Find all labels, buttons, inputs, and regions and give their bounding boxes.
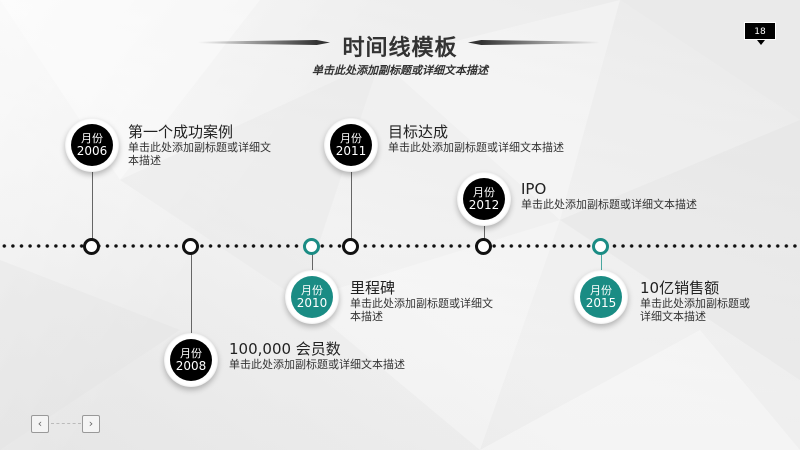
event-2008: 100,000 会员数 单击此处添加副标题或详细文本描述 [229, 340, 469, 371]
connector-2006 [92, 170, 93, 240]
year-badge-2010: 月份 2010 [285, 270, 339, 324]
year-badge-2015: 月份 2015 [574, 270, 628, 324]
event-desc-line1: 单击此处添加副标题或 [640, 297, 750, 310]
month-label: 月份 [340, 132, 362, 145]
title-decoration-left [198, 40, 330, 45]
next-slide-button[interactable]: › [82, 415, 100, 433]
event-title: 10亿销售额 [640, 279, 720, 297]
page-subtitle: 单击此处添加副标题或详细文本描述 [312, 64, 488, 77]
event-title: 目标达成 [388, 123, 449, 141]
prev-slide-button[interactable]: ‹ [31, 415, 49, 433]
timeline-node-2011[interactable] [342, 238, 359, 255]
event-title: 里程碑 [350, 279, 396, 297]
event-2015: 10亿销售额 单击此处添加副标题或 详细文本描述 [640, 279, 790, 323]
event-desc-line2: 本描述 [350, 310, 383, 323]
chevron-left-icon: ‹ [37, 417, 43, 430]
connector-2011 [351, 170, 352, 240]
year-label: 2011 [335, 144, 367, 158]
nav-divider [51, 423, 81, 424]
event-2011: 目标达成 单击此处添加副标题或详细文本描述 [388, 123, 628, 154]
year-label: 2010 [296, 296, 328, 310]
connector-2015 [601, 254, 602, 270]
event-2010: 里程碑 单击此处添加副标题或详细文 本描述 [350, 279, 530, 323]
event-desc-line1: 单击此处添加副标题或详细文 [350, 297, 493, 310]
event-title: IPO [521, 180, 547, 198]
page-title: 时间线模板 [342, 36, 458, 61]
month-label: 月份 [590, 284, 612, 297]
month-label: 月份 [180, 347, 202, 360]
year-label: 2008 [175, 359, 207, 373]
page-number-badge: 18 [744, 22, 776, 45]
month-label: 月份 [473, 186, 495, 199]
chevron-right-icon: › [88, 417, 94, 430]
year-badge-2012: 月份 2012 [457, 172, 511, 226]
connector-2008 [191, 254, 192, 340]
year-badge-2008: 月份 2008 [164, 333, 218, 387]
timeline-node-2012[interactable] [475, 238, 492, 255]
timeline-node-2010[interactable] [303, 238, 320, 255]
event-desc-line1: 单击此处添加副标题或详细文本描述 [521, 198, 697, 211]
month-label: 月份 [81, 132, 103, 145]
event-title: 第一个成功案例 [128, 123, 234, 141]
timeline-dotted-line [0, 244, 800, 248]
timeline-node-2006[interactable] [83, 238, 100, 255]
event-2006: 第一个成功案例 单击此处添加副标题或详细文 本描述 [128, 123, 308, 167]
event-desc-line1: 单击此处添加副标题或详细文本描述 [229, 358, 405, 371]
timeline-node-2015[interactable] [592, 238, 609, 255]
year-label: 2015 [585, 296, 617, 310]
year-label: 2006 [76, 144, 108, 158]
event-desc-line1: 单击此处添加副标题或详细文 [128, 141, 271, 154]
timeline-node-2008[interactable] [182, 238, 199, 255]
event-desc-line2: 本描述 [128, 154, 161, 167]
event-desc-line2: 详细文本描述 [640, 310, 706, 323]
title-decoration-right [468, 40, 600, 45]
event-desc-line1: 单击此处添加副标题或详细文本描述 [388, 141, 564, 154]
year-badge-2006: 月份 2006 [65, 118, 119, 172]
event-2012: IPO 单击此处添加副标题或详细文本描述 [521, 180, 761, 211]
year-label: 2012 [468, 198, 500, 212]
connector-2010 [312, 254, 313, 270]
connector-2012 [484, 224, 485, 240]
month-label: 月份 [301, 284, 323, 297]
year-badge-2011: 月份 2011 [324, 118, 378, 172]
event-title: 100,000 会员数 [229, 340, 341, 358]
